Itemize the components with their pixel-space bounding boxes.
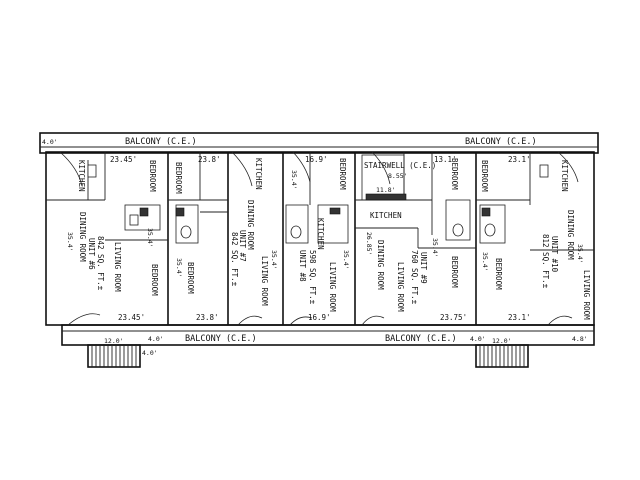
u8-top-dim: 16.9' <box>305 155 328 164</box>
top-balcony <box>39 132 599 154</box>
u7-top-dim: 23.8' <box>198 155 221 164</box>
u7-bedroom-bottom: BEDROOM <box>186 262 195 294</box>
u9-area: 760 SQ. FT.± <box>410 250 419 305</box>
u9-bedroom-top: BEDROOM <box>450 158 459 190</box>
u9-bottom-dim: 23.75' <box>440 313 467 322</box>
stairwell-width: 8.55' <box>388 172 408 180</box>
u9-kitchen: KITCHEN <box>370 211 402 220</box>
u10-bottom-dim: 23.1' <box>508 313 531 322</box>
balcony-label-bottom-right: BALCONY (C.E.) <box>385 334 457 344</box>
u8-living: LIVING ROOM <box>328 262 337 312</box>
unit-9-interior <box>355 151 476 326</box>
u10-top-dim: 23.1' <box>508 155 531 164</box>
unit-7-interior <box>168 151 263 326</box>
u6-depth: 35.4' <box>66 232 74 252</box>
u6-depth2: 35.4' <box>146 228 154 248</box>
edge-dim-top-left: 4.0' <box>42 138 58 146</box>
u9-kitchen-dim: 11.8' <box>376 186 396 194</box>
u6-bedroom-top: BEDROOM <box>148 160 157 192</box>
unit-10-interior <box>476 151 594 326</box>
u6-unit: UNIT #6 <box>87 238 96 270</box>
u8-unit: UNIT #8 <box>298 250 307 282</box>
u9-bedroom-bottom: BEDROOM <box>450 256 459 288</box>
u9-top-dim: 13.1' <box>434 155 457 164</box>
u7-bottom-dim: 23.8' <box>196 313 219 322</box>
u10-depth2: 35.4' <box>481 252 489 272</box>
u10-living: LIVING ROOM <box>582 270 591 320</box>
edge-dim-bottom-right: 4.8' <box>572 335 588 343</box>
u8-area: 598 SQ. FT.± <box>308 250 317 305</box>
edge-dim-bottom-left: 4.0' <box>148 335 164 343</box>
u9-living: LIVING ROOM <box>396 262 405 312</box>
u6-bottom-dim: 23.45' <box>118 313 145 322</box>
u10-kitchen: KITCHEN <box>560 160 569 192</box>
balcony-label-bottom-left: BALCONY (C.E.) <box>185 334 257 344</box>
u6-dining: DINING ROOM <box>78 212 87 262</box>
u6-top-dim: 23.45' <box>110 155 137 164</box>
balcony-label-top-left: BALCONY (C.E.) <box>125 137 197 147</box>
u8-kitchen: KITCHEN <box>316 218 325 250</box>
building-outline <box>45 151 595 326</box>
stair-left-dim: 12.0' <box>104 337 124 345</box>
u8-bottom-dim: 16.9' <box>308 313 331 322</box>
u10-dining: DINING ROOM <box>566 210 575 260</box>
stair-right <box>475 344 529 368</box>
u9-unit: UNIT #9 <box>419 252 428 284</box>
stairwell-label: STAIRWELL (C.E.) <box>364 161 436 170</box>
balcony-label-top-right: BALCONY (C.E.) <box>465 137 537 147</box>
u10-bedroom-top: BEDROOM <box>480 160 489 192</box>
stair-left <box>87 344 141 368</box>
u10-depth: 35.4' <box>576 244 584 264</box>
u7-kitchen: KITCHEN <box>254 158 263 190</box>
stair-left-side-dim: 4.0' <box>142 349 158 357</box>
u7-depth: 35.4' <box>270 250 278 270</box>
stair-right-dim: 12.0' <box>492 337 512 345</box>
unit-partitions <box>167 152 477 325</box>
u9-dining: DINING ROOM <box>376 240 385 290</box>
u10-area: 812 SQ. FT.± <box>541 234 550 289</box>
edge-dim-bottom-mid: 4.0' <box>470 335 486 343</box>
u7-unit: UNIT #7 <box>238 230 247 262</box>
unit-6-interior <box>46 151 168 326</box>
u8-depth2: 35.4' <box>342 250 350 270</box>
u6-kitchen: KITCHEN <box>77 160 86 192</box>
u7-dining: DINING ROOM <box>246 200 255 250</box>
u9-depth: 35.4' <box>431 238 439 258</box>
u7-depth2: 35.4' <box>175 258 183 278</box>
u8-bedroom-top: BEDROOM <box>338 158 347 190</box>
u7-bedroom-top: BEDROOM <box>174 162 183 194</box>
u6-bedroom-bottom: BEDROOM <box>150 264 159 296</box>
bottom-balcony <box>61 324 595 346</box>
u9-depth2: 26.85' <box>365 232 373 255</box>
u6-living: LIVING ROOM <box>113 242 122 292</box>
u8-depth: 35.4' <box>290 170 298 190</box>
u6-area: 842 SQ. FT.± <box>96 236 105 291</box>
u10-bedroom-bottom: BEDROOM <box>494 258 503 290</box>
unit-8-interior <box>285 151 349 326</box>
u10-unit: UNIT #10 <box>550 236 559 273</box>
u7-living: LIVING ROOM <box>260 256 269 306</box>
u7-area: 842 SQ. FT.± <box>230 232 239 287</box>
